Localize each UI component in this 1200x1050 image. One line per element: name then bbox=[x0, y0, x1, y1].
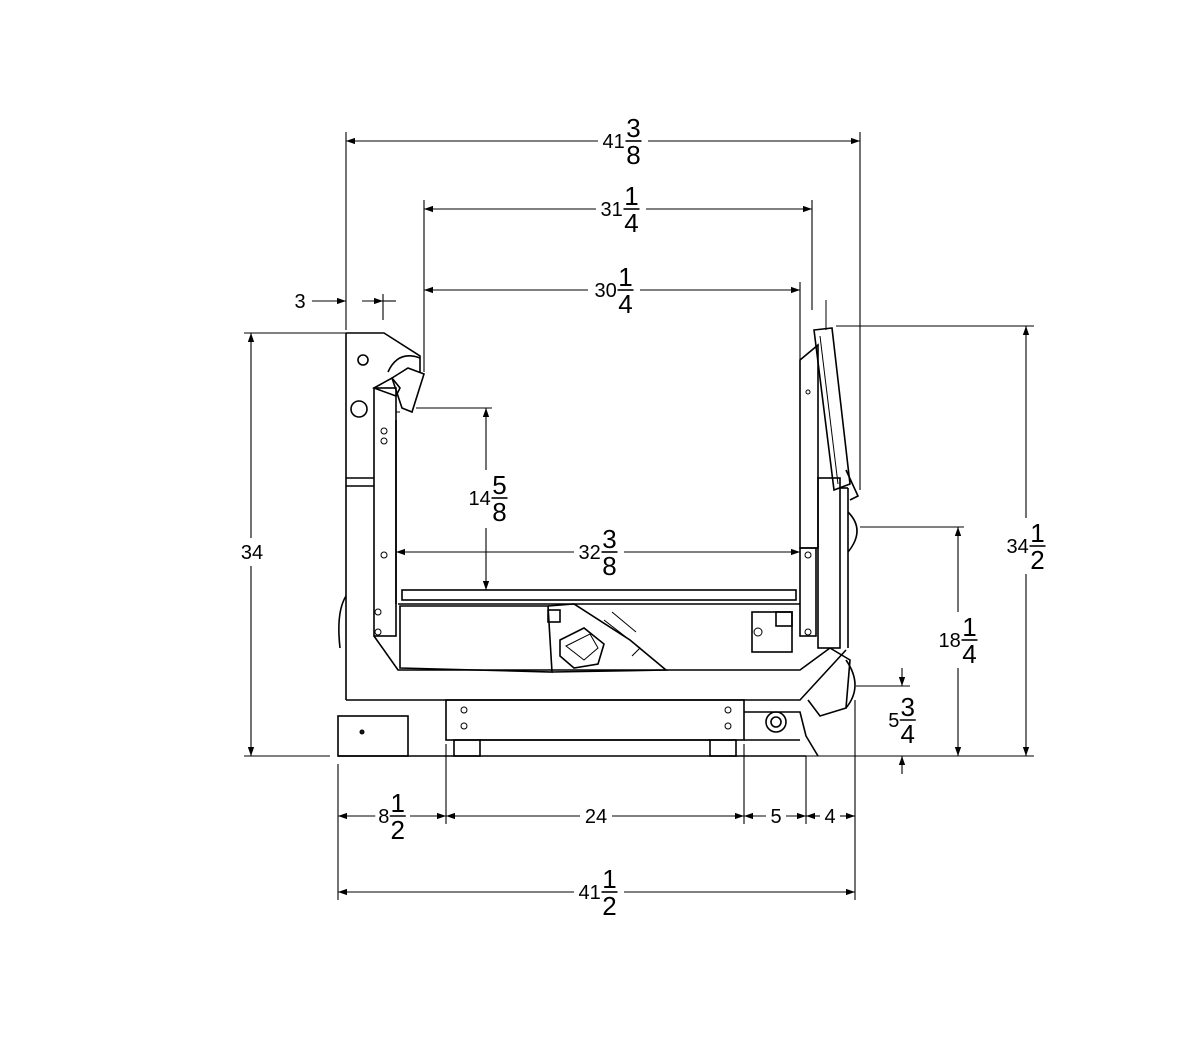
knob-lower bbox=[845, 659, 856, 709]
control-box bbox=[751, 611, 793, 653]
dimension-whole: 18 bbox=[939, 630, 961, 652]
right-post bbox=[817, 477, 841, 649]
tub-floor bbox=[401, 589, 797, 601]
dimension-label-base-center: 24 bbox=[581, 804, 611, 828]
left-upright bbox=[373, 387, 397, 637]
right-corner bbox=[807, 647, 851, 717]
left-hinge-bracket bbox=[372, 376, 401, 397]
dimension-label-base-right-a: 5 bbox=[767, 804, 785, 828]
dimension-numerator: 5 bbox=[492, 470, 506, 500]
dimension-label-left-height: 34 bbox=[237, 540, 267, 564]
dimension-denominator: 2 bbox=[1030, 545, 1044, 575]
dimension-value: 3 bbox=[294, 291, 305, 313]
dimension-lines bbox=[244, 132, 1034, 900]
drain-fitting bbox=[765, 711, 787, 733]
frame-bottom bbox=[346, 649, 847, 701]
dimension-numerator: 1 bbox=[391, 788, 405, 818]
dimension-numerator: 1 bbox=[624, 181, 638, 211]
dimension-denominator: 8 bbox=[602, 551, 616, 581]
motor-housing bbox=[399, 605, 553, 673]
dimension-denominator: 4 bbox=[618, 289, 632, 319]
left-hinge-block bbox=[391, 367, 425, 414]
dimension-value: 5 bbox=[770, 806, 781, 828]
left-leg-box bbox=[337, 715, 409, 757]
right-door bbox=[813, 327, 851, 492]
dimension-label-left-offset: 3 bbox=[291, 289, 309, 313]
knob-upper bbox=[847, 511, 858, 553]
dimension-denominator: 4 bbox=[624, 208, 638, 238]
dimension-whole: 30 bbox=[595, 280, 617, 302]
dimension-value: 24 bbox=[585, 806, 607, 828]
dimension-denominator: 2 bbox=[391, 815, 405, 845]
dimension-numerator: 1 bbox=[618, 262, 632, 292]
dimension-whole: 14 bbox=[469, 488, 491, 510]
hole bbox=[350, 400, 368, 418]
dimension-whole: 32 bbox=[579, 542, 601, 564]
left-hinge-arc bbox=[387, 355, 421, 373]
foot-left bbox=[453, 739, 481, 757]
left-panel-top bbox=[346, 332, 421, 372]
dimension-whole: 5 bbox=[888, 710, 899, 732]
dimension-numerator: 1 bbox=[962, 612, 976, 642]
dimension-numerator: 3 bbox=[626, 113, 640, 143]
dimension-whole: 41 bbox=[603, 131, 625, 153]
dimension-label-base-right-b: 4 bbox=[821, 804, 839, 828]
dimension-whole: 41 bbox=[579, 882, 601, 904]
dimension-denominator: 2 bbox=[602, 891, 616, 921]
dimension-whole: 31 bbox=[601, 199, 623, 221]
dimension-numerator: 3 bbox=[602, 524, 616, 554]
right-inner-panel bbox=[799, 343, 819, 549]
dimension-numerator: 1 bbox=[1030, 518, 1044, 548]
machine-body bbox=[337, 300, 860, 757]
dimension-whole: 34 bbox=[1007, 536, 1029, 558]
dimension-value: 4 bbox=[824, 806, 835, 828]
tub-bottom bbox=[373, 635, 831, 671]
pump-assembly bbox=[559, 627, 605, 669]
dimension-denominator: 8 bbox=[626, 140, 640, 170]
dimension-numerator: 3 bbox=[901, 692, 915, 722]
hole bbox=[357, 354, 369, 366]
dimension-whole: 8 bbox=[378, 806, 389, 828]
dimension-denominator: 4 bbox=[901, 719, 915, 749]
right-upright-lower bbox=[799, 547, 817, 637]
dimension-denominator: 4 bbox=[962, 639, 976, 669]
dimension-numerator: 1 bbox=[602, 864, 616, 894]
dimension-value: 34 bbox=[241, 542, 263, 564]
base-rail bbox=[445, 699, 745, 741]
dimension-denominator: 8 bbox=[492, 497, 506, 527]
foot-right bbox=[709, 739, 737, 757]
